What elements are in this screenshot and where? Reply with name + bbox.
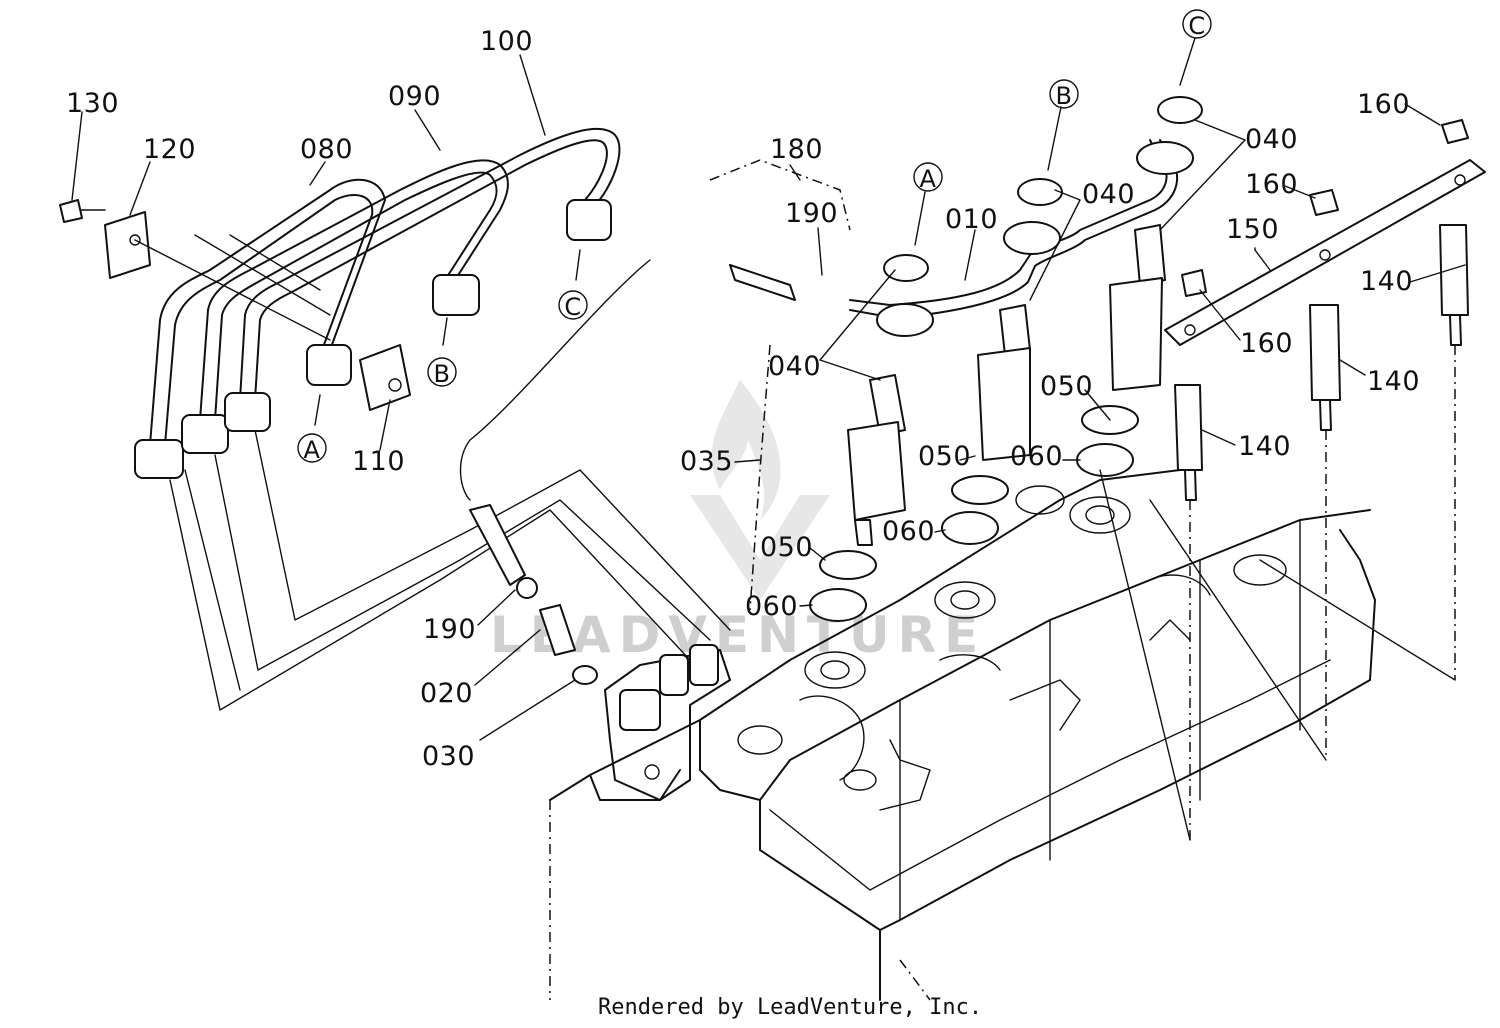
label-050-mid: 050: [918, 441, 971, 472]
label-060-mid: 060: [882, 516, 935, 547]
callout-c-right-text: C: [1188, 12, 1205, 40]
injection-pipes: [134, 127, 731, 711]
label-120: 120: [143, 134, 196, 165]
part-labels: 130 120 080 090 100 110 180 190 010 040 …: [66, 26, 1420, 772]
label-190-low: 190: [423, 614, 476, 645]
callout-b-right: [1049, 79, 1079, 109]
watermark-logo: [690, 380, 830, 600]
watermark-text: LEADVENTURE: [490, 606, 986, 664]
callout-b-left: [427, 357, 457, 387]
injection-pump-block: [604, 644, 731, 801]
label-100: 100: [480, 26, 533, 57]
cylinder-head: [549, 469, 1376, 1001]
leak-off-pipe: [459, 139, 1178, 685]
injectors: [749, 96, 1203, 622]
label-060-right: 060: [1010, 441, 1063, 472]
label-140-right: 140: [1360, 266, 1413, 297]
label-050-left: 050: [760, 532, 813, 563]
label-150: 150: [1226, 214, 1279, 245]
callout-b-left-text: B: [434, 360, 451, 388]
label-160-low: 160: [1240, 328, 1293, 359]
callout-a-right: [913, 162, 943, 192]
label-035: 035: [680, 446, 733, 477]
callout-a-right-text: A: [920, 165, 937, 193]
label-140-mid: 140: [1367, 366, 1420, 397]
label-160-mid: 160: [1245, 169, 1298, 200]
label-010: 010: [945, 204, 998, 235]
label-130: 130: [66, 88, 119, 119]
callout-c-left: [558, 290, 588, 320]
callout-a-left-text: A: [304, 436, 321, 464]
label-080: 080: [300, 134, 353, 165]
label-180: 180: [770, 134, 823, 165]
callout-c-right: [1182, 9, 1212, 39]
label-060-left: 060: [745, 591, 798, 622]
callout-c-left-text: C: [564, 293, 581, 321]
label-030: 030: [422, 741, 475, 772]
pipe-clamp: [59, 199, 411, 411]
label-110: 110: [352, 446, 405, 477]
label-020: 020: [420, 678, 473, 709]
callouts: C B A A B C: [297, 9, 1212, 464]
callout-b-right-text: B: [1056, 82, 1073, 110]
label-050-right: 050: [1040, 371, 1093, 402]
label-160-top: 160: [1357, 89, 1410, 120]
label-090: 090: [388, 81, 441, 112]
footer-credit: Rendered by LeadVenture, Inc.: [598, 995, 982, 1020]
label-040-mid: 040: [1082, 179, 1135, 210]
label-190-top: 190: [785, 198, 838, 229]
label-140-left: 140: [1238, 431, 1291, 462]
callout-a-left: [297, 433, 327, 463]
leader-lines: [71, 37, 1466, 741]
label-040-right: 040: [1245, 124, 1298, 155]
label-040-left: 040: [768, 351, 821, 382]
